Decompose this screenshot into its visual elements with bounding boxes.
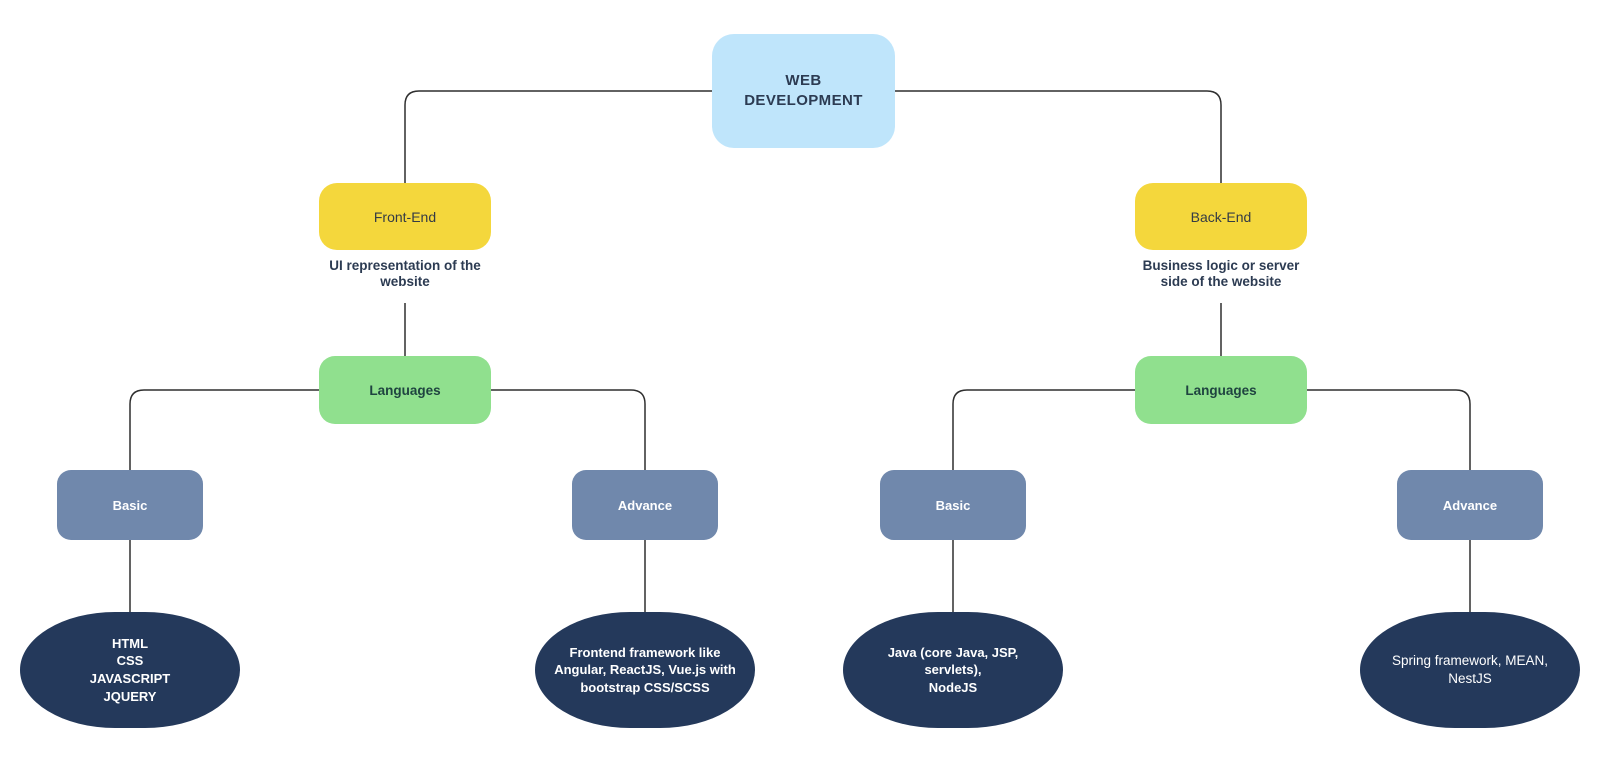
node-back-end-basic: Basic (880, 470, 1026, 540)
caption-back-end: Business logic or server side of the web… (1106, 258, 1336, 290)
node-front-end-languages: Languages (319, 356, 491, 424)
node-back-end-advance-label: Advance (1442, 497, 1498, 513)
node-back-end-advance-detail-text: Spring framework, MEAN, NestJS (1391, 652, 1549, 686)
node-front-end: Front-End (319, 183, 491, 250)
node-front-end-advance: Advance (572, 470, 718, 540)
connector-root-to-frontend (404, 90, 712, 183)
connector-root-to-backend (895, 90, 1222, 183)
node-front-end-label: Front-End (373, 208, 437, 225)
node-back-end-basic-detail: Java (core Java, JSP, servlets), NodeJS (843, 612, 1063, 728)
caption-front-end: UI representation of the website (290, 258, 520, 290)
node-back-end-languages-label: Languages (1185, 382, 1257, 398)
connector-frontend-languages-to-basic (129, 389, 319, 470)
node-front-end-basic-detail: HTML CSS JAVASCRIPT JQUERY (20, 612, 240, 728)
connector-backend-languages-to-basic (952, 389, 1135, 470)
connector-frontend-languages-to-advance (491, 389, 646, 470)
node-front-end-basic: Basic (57, 470, 203, 540)
node-front-end-advance-detail: Frontend framework like Angular, ReactJS… (535, 612, 755, 728)
node-back-end-basic-detail-text: Java (core Java, JSP, servlets), NodeJS (887, 644, 1019, 695)
node-back-end-advance-detail: Spring framework, MEAN, NestJS (1360, 612, 1580, 728)
node-front-end-basic-label: Basic (112, 497, 148, 513)
node-back-end-advance: Advance (1397, 470, 1543, 540)
node-front-end-advance-detail-text: Frontend framework like Angular, ReactJS… (554, 644, 736, 695)
node-back-end-languages: Languages (1135, 356, 1307, 424)
caption-back-end-text: Business logic or server side of the web… (1142, 258, 1300, 290)
caption-front-end-text: UI representation of the website (329, 258, 481, 290)
node-front-end-languages-label: Languages (369, 382, 441, 398)
node-front-end-basic-detail-text: HTML CSS JAVASCRIPT JQUERY (89, 635, 171, 704)
node-web-development: WEB DEVELOPMENT (712, 34, 895, 148)
connector-backend-languages-to-advance (1307, 389, 1471, 470)
node-front-end-advance-label: Advance (617, 497, 673, 513)
node-back-end-label: Back-End (1190, 208, 1252, 225)
node-back-end-basic-label: Basic (935, 497, 971, 513)
node-web-development-label: WEB DEVELOPMENT (744, 71, 863, 109)
node-back-end: Back-End (1135, 183, 1307, 250)
